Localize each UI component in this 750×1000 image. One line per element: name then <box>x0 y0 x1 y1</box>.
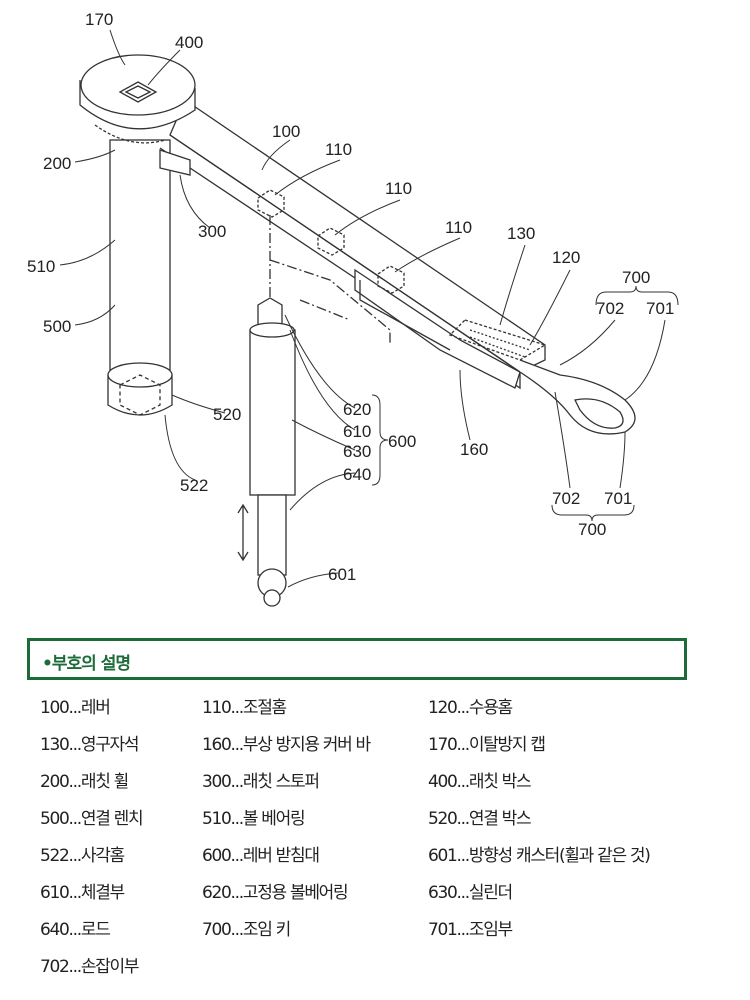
legend-item: 701...조임부 <box>428 920 513 940</box>
legend-item: 130...영구자석 <box>40 735 140 755</box>
legend-item: 500...연결 렌치 <box>40 809 144 829</box>
legend-list: 100...레버 110...조절홈 120...수용홈 130...영구자석 … <box>40 697 720 978</box>
label-110: 110 <box>445 218 472 237</box>
label-110: 110 <box>385 179 412 198</box>
label-701: 701 <box>646 299 674 318</box>
label-640: 640 <box>343 465 371 484</box>
label-630: 630 <box>343 442 371 461</box>
legend-item: 600...레버 받침대 <box>202 846 320 866</box>
label-702: 702 <box>596 299 624 318</box>
braces <box>371 285 679 522</box>
ratchet-head <box>79 54 196 144</box>
legend-title: •부호의 설명 <box>42 654 131 674</box>
connection-wrench-500 <box>107 139 173 416</box>
legend-item: 400...래칫 박스 <box>428 772 532 792</box>
legend-item: 110...조절홈 <box>202 698 287 718</box>
label-520: 520 <box>213 405 241 424</box>
label-702: 702 <box>552 489 580 508</box>
label-110: 110 <box>325 140 352 159</box>
legend-item: 620...고정용 볼베어링 <box>202 883 349 903</box>
legend-item: 200...래칫 휠 <box>40 772 129 792</box>
label-601: 601 <box>328 565 356 584</box>
legend-item: 610...체결부 <box>40 883 125 903</box>
legend-item: 170...이탈방지 캡 <box>428 735 546 755</box>
label-700: 700 <box>578 520 606 539</box>
legend-item: 630...실린더 <box>428 883 513 903</box>
patent-drawing: 170 400 100 110 110 110 130 120 700 702 … <box>27 10 679 607</box>
label-620: 620 <box>343 400 371 419</box>
label-522: 522 <box>180 476 208 495</box>
reference-labels: 170 400 100 110 110 110 130 120 700 702 … <box>27 10 674 584</box>
label-610: 610 <box>343 422 371 441</box>
label-500: 500 <box>43 317 71 336</box>
label-160: 160 <box>460 440 488 459</box>
legend-item: 120...수용홈 <box>428 698 513 718</box>
label-130: 130 <box>507 224 535 243</box>
legend-header: •부호의 설명 <box>27 638 687 680</box>
legend-item: 702...손잡이부 <box>40 957 140 977</box>
tightening-key-700 <box>519 359 636 435</box>
legend-item: 640...로드 <box>40 920 111 940</box>
legend-item: 522...사각홈 <box>40 846 125 866</box>
legend-item: 300...래칫 스토퍼 <box>202 772 320 792</box>
legend-item: 100...레버 <box>40 698 111 718</box>
label-120: 120 <box>552 248 580 267</box>
label-400: 400 <box>175 33 203 52</box>
legend-item: 510...볼 베어링 <box>202 809 306 829</box>
label-701: 701 <box>604 489 632 508</box>
label-170: 170 <box>85 10 113 29</box>
leader-lines <box>59 29 666 588</box>
adjustment-grooves <box>257 189 405 294</box>
label-200: 200 <box>43 154 71 173</box>
label-510: 510 <box>27 257 55 276</box>
guide-lines <box>269 215 391 345</box>
label-700: 700 <box>622 268 650 287</box>
label-100: 100 <box>272 122 300 141</box>
lever-support-600 <box>237 297 296 607</box>
legend-item: 520...연결 박스 <box>428 809 532 829</box>
label-600: 600 <box>388 432 416 451</box>
legend-item: 700...조임 키 <box>202 920 291 940</box>
lever-100 <box>159 99 547 390</box>
legend-item: 601...방향성 캐스터(휠과 같은 것) <box>428 846 651 866</box>
label-300: 300 <box>198 222 226 241</box>
legend-item: 160...부상 방지용 커버 바 <box>202 735 371 755</box>
